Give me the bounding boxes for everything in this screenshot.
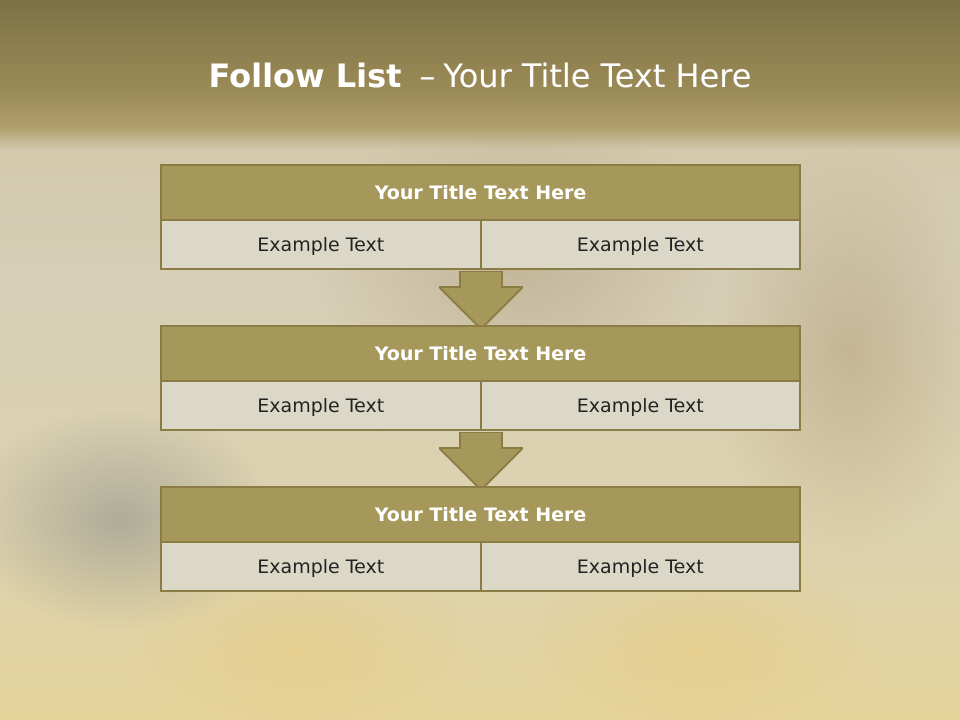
block-title: Your Title Text Here (160, 325, 801, 382)
block-title: Your Title Text Here (160, 486, 801, 543)
block-row: Example Text Example Text (160, 543, 801, 592)
list-block-3: Your Title Text Here Example Text Exampl… (160, 486, 801, 592)
block-row: Example Text Example Text (160, 221, 801, 270)
block-cell-left: Example Text (162, 382, 480, 429)
block-cell-right: Example Text (479, 382, 799, 429)
block-cell-left: Example Text (162, 543, 480, 590)
block-cell-right: Example Text (479, 221, 799, 268)
block-cell-right: Example Text (479, 543, 799, 590)
slide-title-rest: Your Title Text Here (443, 57, 752, 95)
block-row: Example Text Example Text (160, 382, 801, 431)
slide-title: Follow List–Your Title Text Here (0, 52, 960, 100)
slide-title-dash: – (419, 57, 436, 95)
slide-title-bold: Follow List (208, 57, 402, 95)
down-arrow-icon (439, 432, 523, 490)
list-block-2: Your Title Text Here Example Text Exampl… (160, 325, 801, 431)
title-bar (0, 0, 960, 150)
block-title: Your Title Text Here (160, 164, 801, 221)
block-cell-left: Example Text (162, 221, 480, 268)
down-arrow-icon (439, 271, 523, 329)
list-block-1: Your Title Text Here Example Text Exampl… (160, 164, 801, 270)
